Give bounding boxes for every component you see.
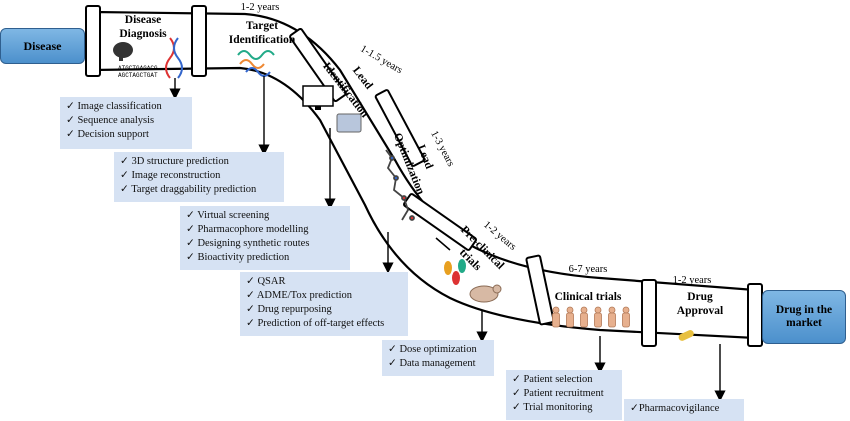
pipe-joint [85,5,101,77]
stage-label-clinical: Clinical trials [555,291,622,303]
syringe-icon [435,237,451,251]
list-item-label: 3D structure prediction [131,156,229,167]
well-plate-icon [336,113,362,133]
info-box-target: ✓ 3D structure prediction ✓ Image recons… [114,152,284,202]
list-item: ✓ Designing synthetic routes [186,238,310,249]
list-item-label: Patient recruitment [523,388,604,399]
list-item-label: Designing synthetic routes [197,238,310,249]
end-terminal-drug-in-market: Drug in the market [762,290,846,344]
start-terminal-disease: Disease [0,28,85,64]
pipe-joint [191,5,207,77]
stage-label-approval-line1: Drug [687,291,713,303]
list-item: ✓ Pharmacophore modelling [186,224,309,235]
list-item-label: Patient selection [523,374,593,385]
info-box-diagnosis: ✓ Image classification ✓ Sequence analys… [60,97,192,149]
list-item-label: Data management [399,358,476,369]
pipe-joints [85,5,763,347]
rat-icon [469,284,502,303]
list-item-label: Prediction of off-target effects [257,318,385,329]
list-item: ✓ Target draggability prediction [120,184,257,195]
stage-label-target-line1: Target [246,20,278,32]
stage-label-lead-id-line1: Lead [350,65,375,93]
list-item-label: QSAR [257,276,286,287]
list-item-label: Target draggability prediction [131,184,257,195]
pipe-joint [289,28,347,102]
list-item: ✓ Drug repurposing [246,304,332,315]
list-item-label: Virtual screening [197,210,270,221]
info-box-lead-identification: ✓ Virtual screening ✓ Pharmacophore mode… [180,206,350,270]
stage-label-diagnosis-line1: Disease [125,14,161,26]
list-item: ✓ ADME/Tox prediction [246,290,353,301]
list-item: ✓ Image reconstruction [120,170,221,181]
stage-years-target: 1-2 years [241,2,280,13]
list-item: ✓ Patient recruitment [512,388,604,399]
pipe-joint [374,89,426,167]
dna-sequence-line2: AGCTAGCTGAT [118,72,158,79]
stage-label-target-line2: Identification [229,34,296,46]
list-item: ✓ Patient selection [512,374,593,385]
pipeline-body [91,10,757,340]
list-item-label: Image classification [77,101,162,112]
list-item-label: Pharmacovigilance [638,403,720,414]
dna-sequence-line1: ATGCTGAGACG [118,65,158,72]
brain-icon [113,42,133,61]
stage-label-diagnosis-line2: Diagnosis [119,28,167,40]
list-item: ✓ Data management [388,358,476,369]
computer-monitor-icon [302,85,334,110]
list-item-label: Image reconstruction [131,170,221,181]
pipe-joint [525,254,555,326]
list-item: ✓ Prediction of off-target effects [246,318,385,329]
list-item: ✓ Trial monitoring [512,402,593,413]
list-item: ✓Pharmacovigilance [630,403,720,414]
info-box-approval: ✓Pharmacovigilance [624,399,744,421]
molecule-icon [385,149,415,221]
pipe-joint [747,283,763,347]
list-item-label: Dose optimization [399,344,477,355]
info-box-lead-optimization: ✓ QSAR ✓ ADME/Tox prediction ✓ Drug repu… [240,272,408,336]
list-item-label: Pharmacophore modelling [197,224,309,235]
list-item: ✓ Dose optimization [388,344,477,355]
pills-icon [444,259,466,285]
dna-helix-icon [165,37,183,79]
list-item: ✓ Virtual screening [186,210,270,221]
stage-arrows [169,76,726,402]
list-item: ✓ Image classification [66,101,162,112]
list-item-label: Decision support [77,129,149,140]
list-item-label: Drug repurposing [257,304,332,315]
pipe-joint [641,279,657,347]
list-item: ✓ 3D structure prediction [120,156,229,167]
info-box-clinical: ✓ Patient selection ✓ Patient recruitmen… [506,370,622,420]
protein-structure-icon [237,50,275,77]
stage-label-approval-line2: Approval [677,305,723,317]
stage-years-approval: 1-2 years [673,275,712,286]
list-item: ✓ Bioactivity prediction [186,252,290,263]
list-item-label: Trial monitoring [523,402,593,413]
capsule-icon [678,330,694,341]
list-item-label: ADME/Tox prediction [256,290,353,301]
list-item-label: Bioactivity prediction [197,252,290,263]
people-icon [552,306,630,328]
list-item: ✓ Decision support [66,129,149,140]
list-item: ✓ Sequence analysis [66,115,155,126]
list-item-label: Sequence analysis [77,115,155,126]
list-item: ✓ QSAR [246,276,286,287]
pipe-joint [403,193,477,251]
stage-years-clinical: 6-7 years [569,264,608,275]
info-box-preclinical: ✓ Dose optimization ✓ Data management [382,340,494,376]
